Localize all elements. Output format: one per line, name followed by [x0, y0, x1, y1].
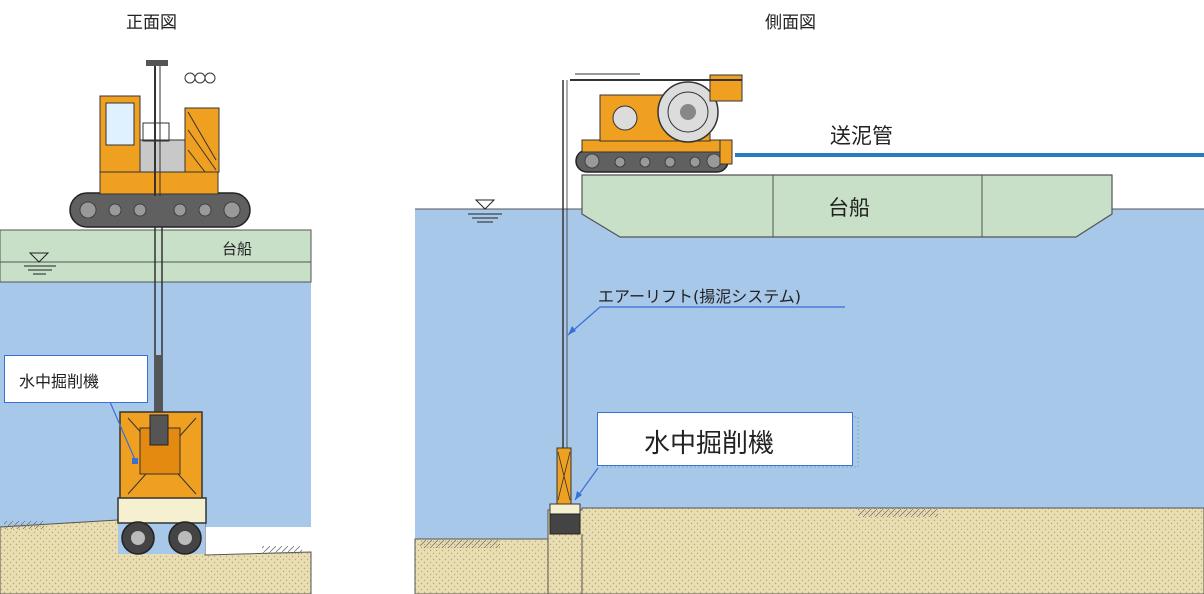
side-crane [570, 73, 743, 173]
front-excavator-label: 水中掘削機 [19, 372, 100, 391]
front-crane [69, 60, 251, 228]
side-excavator-label: 水中掘削機 [644, 429, 775, 459]
front-barge-label: 台船 [222, 240, 253, 258]
side-barge [581, 174, 1113, 238]
side-water [415, 209, 1204, 539]
side-view [414, 73, 1204, 594]
side-barge-label: 台船 [828, 196, 870, 220]
side-seabed [414, 507, 1204, 594]
side-underwater-excavator [547, 447, 583, 594]
side-mud-pipe [735, 153, 1204, 157]
front-excavator-label-box: 水中掘削機 [4, 355, 148, 403]
front-excavator-leader [109, 401, 137, 463]
airlift-label: エアーリフト(揚泥システム) [598, 287, 802, 306]
side-excavator-label-box: 水中掘削機 [597, 412, 853, 466]
front-water-level-icon [24, 252, 56, 275]
side-water-level-icon [468, 199, 502, 223]
front-view-title: 正面図 [126, 13, 177, 33]
front-view [0, 60, 312, 594]
mud-pipe-label: 送泥管 [830, 124, 893, 148]
side-view-title: 側面図 [765, 13, 816, 33]
